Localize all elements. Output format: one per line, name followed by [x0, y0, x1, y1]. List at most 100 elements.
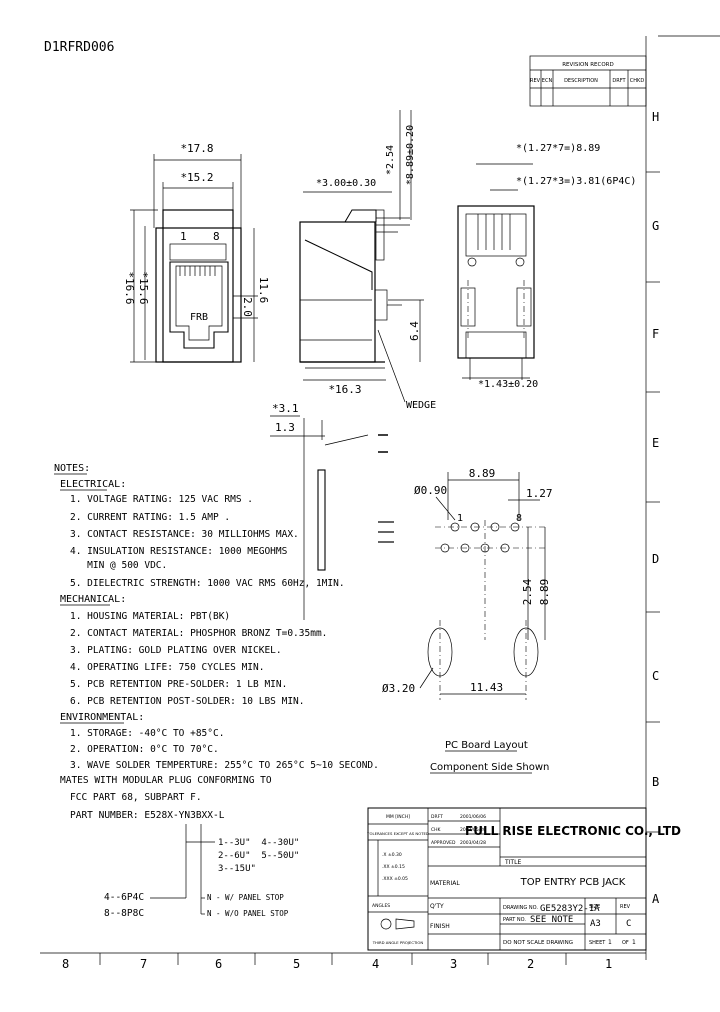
mechanical-item-2: 2. CONTACT MATERIAL: PHOSPHOR BRONZ T=0.… — [70, 628, 327, 639]
front-pin-8-label: 8 — [213, 230, 220, 243]
rear-top-dim-b: *(1.27*3=)3.81(6P4C) — [516, 176, 636, 187]
mechanical-item-1: 1. HOUSING MATERIAL: PBT(BK) — [70, 611, 230, 622]
front-view: *17.8 *15.2 *16.6 *15.6 1 8 FRB 2.0 — [123, 142, 270, 363]
rear-view: *(1.27*7=)8.89 *(1.27*3=)3.81(6P4C) *1.4… — [457, 143, 636, 390]
zone-letters: H G F E D C B A — [646, 110, 660, 906]
variant-line-2: 8--8P8C — [104, 908, 144, 919]
profile-view: *3.1 1.3 — [270, 402, 394, 620]
size-label: SIZE — [589, 904, 600, 910]
profile-dim-b: 1.3 — [275, 421, 295, 434]
environmental-item-2: 2. OPERATION: 0°C TO 70°C. — [70, 744, 219, 755]
title-label: TITLE — [504, 859, 521, 866]
zone-letter-d: D — [652, 552, 659, 566]
description-header: DESCRIPTION — [564, 78, 598, 84]
pcb-layout: 8.89 1.27 Ø0.90 1 8 2.54 8.89 11.43 Ø3.2… — [382, 467, 553, 774]
pcb-post-spacing-dim: 11.43 — [470, 681, 503, 694]
electrical-item-4b: MIN @ 500 VDC. — [70, 560, 167, 571]
zone-letter-g: G — [652, 219, 659, 233]
notes: NOTES: ELECTRICAL: 1. VOLTAGE RATING: 12… — [54, 463, 379, 919]
zone-number-4: 4 — [372, 957, 379, 971]
rear-bottom-dim: *1.43±0.20 — [478, 379, 538, 390]
sheet-label: SHEET — [589, 940, 606, 946]
qty-label: Q'TY — [430, 903, 444, 910]
zone-numbers: 8 7 6 5 4 3 2 1 — [62, 953, 612, 971]
chk-date: 2003/05/20 — [460, 827, 486, 833]
pcb-pin-8-label: 8 — [516, 513, 522, 524]
drawing-title: TOP ENTRY PCB JACK — [520, 877, 626, 888]
rev-header: REV — [530, 78, 541, 84]
code-line-3: 3--15U" — [218, 864, 256, 874]
drft-header: DRFT — [612, 78, 626, 84]
size-value: A3 — [590, 919, 601, 929]
profile-dim-a: *3.1 — [272, 402, 299, 415]
code-line-2: 2--6U" 5--50U" — [218, 851, 299, 861]
zone-number-2: 2 — [527, 957, 534, 971]
zone-letter-f: F — [652, 327, 659, 341]
environmental-heading: ENVIRONMENTAL: — [60, 712, 144, 723]
zone-letter-c: C — [652, 669, 659, 683]
sheet-value: 1 — [608, 939, 612, 946]
zone-number-6: 6 — [215, 957, 222, 971]
pcb-row-dim: 2.54 — [521, 578, 534, 605]
appr-date: 2003/04/28 — [460, 840, 486, 846]
pcb-pitch-dim: 1.27 — [526, 487, 553, 500]
chk-label: CHK — [431, 827, 442, 833]
revision-table-title: REVISION RECORD — [562, 62, 614, 68]
code-line-1: 1--3U" 4--30U" — [218, 838, 299, 848]
part-no: SEE NOTE — [530, 915, 573, 925]
tol-row-1: .X ±0.30 — [382, 852, 402, 858]
side-top-dim: *3.00±0.30 — [316, 178, 376, 189]
of-value: 1 — [632, 939, 636, 946]
side-right-dim: 6.4 — [408, 321, 421, 341]
zone-number-7: 7 — [140, 957, 147, 971]
front-width-inner-dim: *15.2 — [180, 171, 213, 184]
chkd-header: CHKD — [630, 78, 645, 84]
variant-line-1: 4--6P4C — [104, 892, 144, 903]
environmental-item-1: 1. STORAGE: -40°C TO +85°C. — [70, 728, 224, 739]
pcb-hole-dim: Ø0.90 — [414, 484, 447, 497]
front-height-inner-dim: *15.6 — [137, 271, 150, 304]
side-bottom-dim: *16.3 — [328, 383, 361, 396]
front-width-outer-dim: *17.8 — [180, 142, 213, 155]
of-label: OF — [622, 940, 629, 946]
zone-letter-a: A — [652, 892, 660, 906]
zone-letter-b: B — [652, 775, 659, 789]
appr-label: APPROVED — [431, 840, 456, 846]
projection-symbol-icon — [380, 918, 392, 930]
mm-label: MM [INCH] — [386, 814, 410, 820]
option-line-1: N - W/ PANEL STOP — [207, 893, 284, 902]
drft-label: DRFT — [431, 814, 443, 820]
environmental-item-3: 3. WAVE SOLDER TEMPERTURE: 255°C TO 265°… — [70, 760, 379, 771]
front-right-small-dim: 2.0 — [241, 297, 254, 317]
title-block: MM [INCH] TOLERANCES EXCEPT AS NOTED .X … — [366, 807, 681, 951]
front-pin-1-label: 1 — [180, 230, 187, 243]
side-view: *3.00±0.30 *2.54 *8.89±0.20 *16.3 6.4 WE… — [299, 110, 436, 411]
front-right-large-dim: 11.6 — [257, 277, 270, 304]
zone-number-8: 8 — [62, 957, 69, 971]
drft-date: 2001/06/06 — [460, 814, 486, 820]
revision-table: REVISION RECORD REV ECN DESCRIPTION DRFT… — [529, 55, 647, 107]
mechanical-item-5: 5. PCB RETENTION PRE-SOLDER: 1 LB MIN. — [70, 679, 287, 690]
zone-number-1: 1 — [605, 957, 612, 971]
document-id: D1RFRD006 — [44, 40, 114, 55]
tol-row-3: .XXX ±0.05 — [382, 876, 408, 882]
electrical-item-3: 3. CONTACT RESISTANCE: 30 MILLIOHMS MAX. — [70, 529, 299, 540]
electrical-item-2: 2. CURRENT RATING: 1.5 AMP . — [70, 512, 230, 523]
electrical-item-1: 1. VOLTAGE RATING: 125 VAC RMS . — [70, 494, 253, 505]
electrical-item-5: 5. DIELECTRIC STRENGTH: 1000 VAC RMS 60H… — [70, 578, 345, 589]
side-vertical-dim-a: *2.54 — [385, 145, 396, 175]
mechanical-item-4: 4. OPERATING LIFE: 750 CYCLES MIN. — [70, 662, 264, 673]
part-number-line: PART NUMBER: E528X-YN3BXX-L — [70, 810, 225, 821]
pcb-pin-1-label: 1 — [457, 513, 463, 524]
drawing-no-label: DRAWING NO. — [503, 905, 538, 911]
pcb-caption-1: PC Board Layout — [445, 740, 528, 751]
company-name: FULL RISE ELECTRONIC CO., LTD — [465, 824, 681, 838]
drawing-no: GE5283Y2-1A — [540, 904, 600, 914]
pcb-caption-2: Component Side Shown — [430, 762, 549, 773]
front-logo: FRB — [190, 312, 208, 323]
finish-label: FINISH — [430, 923, 450, 930]
scale-note: DO NOT SCALE DRAWING — [503, 940, 573, 946]
zone-letter-e: E — [652, 436, 659, 450]
mates-line-2: FCC PART 68, SUBPART F. — [70, 792, 202, 803]
